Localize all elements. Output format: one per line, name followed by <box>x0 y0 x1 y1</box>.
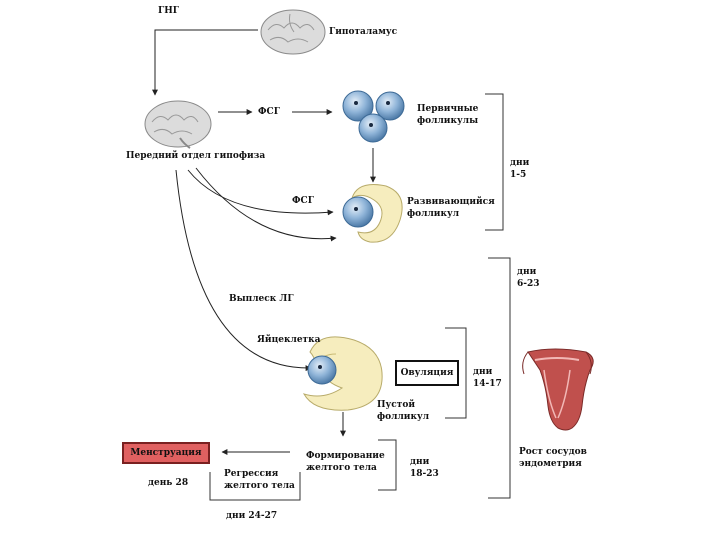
days-1-5-label-1: дни <box>510 158 530 168</box>
fsh-arrow-3 <box>195 167 337 242</box>
developing-follicle-icon <box>342 184 403 243</box>
hypothalamus-brain-icon <box>260 9 326 55</box>
empty-follicle-label-2: фолликул <box>377 412 430 422</box>
pituitary-brain-icon <box>144 100 212 149</box>
primary-follicles-label-2: фолликулы <box>417 116 479 126</box>
anterior-pituitary-label: Передний отдел гипофиза <box>126 151 266 161</box>
days-18-23-label-1: дни <box>410 457 430 467</box>
bracket-days-6-23 <box>488 257 511 499</box>
vessel-growth-label-2: эндометрия <box>519 459 582 469</box>
developing-follicle-label-2: фолликул <box>407 209 460 219</box>
days-14-17-label-2: 14-17 <box>473 379 502 389</box>
corpus-luteum-label-1: Формирование <box>306 451 385 461</box>
days-14-17-label-1: дни <box>473 367 493 377</box>
bracket-days-1-5 <box>485 93 504 231</box>
primary-follicles-label-1: Первичные <box>417 104 479 114</box>
uterus-icon <box>522 348 594 431</box>
ovulation-box: Овуляция <box>395 360 459 386</box>
gnrh-label: ГНГ <box>158 6 179 16</box>
fsh-label-2: ФСГ <box>292 196 314 206</box>
fsh-label-1: ФСГ <box>258 107 280 117</box>
ovulating-follicle-icon <box>302 336 383 411</box>
corpus-luteum-label-2: желтого тела <box>306 463 377 473</box>
day-28-label: день 28 <box>148 478 189 488</box>
hypothalamus-label: Гипоталамус <box>329 27 398 37</box>
regression-label-1: Регрессия <box>224 469 279 479</box>
bracket-days-24-27 <box>209 472 301 501</box>
regression-label-2: желтого тела <box>224 481 295 491</box>
days-24-27-label: дни 24-27 <box>226 511 278 521</box>
egg-cell-label: Яйцеклетка <box>257 335 321 345</box>
days-1-5-label-2: 1-5 <box>510 170 527 180</box>
lh-surge-arrow <box>175 169 312 372</box>
menstruation-box: Менструация <box>122 442 210 464</box>
lh-surge-label: Выплеск ЛГ <box>229 294 294 304</box>
vessel-growth-label-1: Рост сосудов <box>519 447 587 457</box>
bracket-days-18-23 <box>378 439 397 491</box>
primary-follicles-icon <box>342 90 405 143</box>
gnrh-arrow <box>152 29 258 96</box>
fsh-arrow-2 <box>187 169 334 216</box>
days-6-23-label-1: дни <box>517 267 537 277</box>
days-18-23-label-2: 18-23 <box>410 469 439 479</box>
days-6-23-label-2: 6-23 <box>517 279 540 289</box>
developing-follicle-label-1: Развивающийся <box>407 197 495 207</box>
empty-follicle-label-1: Пустой <box>377 400 415 410</box>
bracket-days-14-17 <box>445 327 467 419</box>
